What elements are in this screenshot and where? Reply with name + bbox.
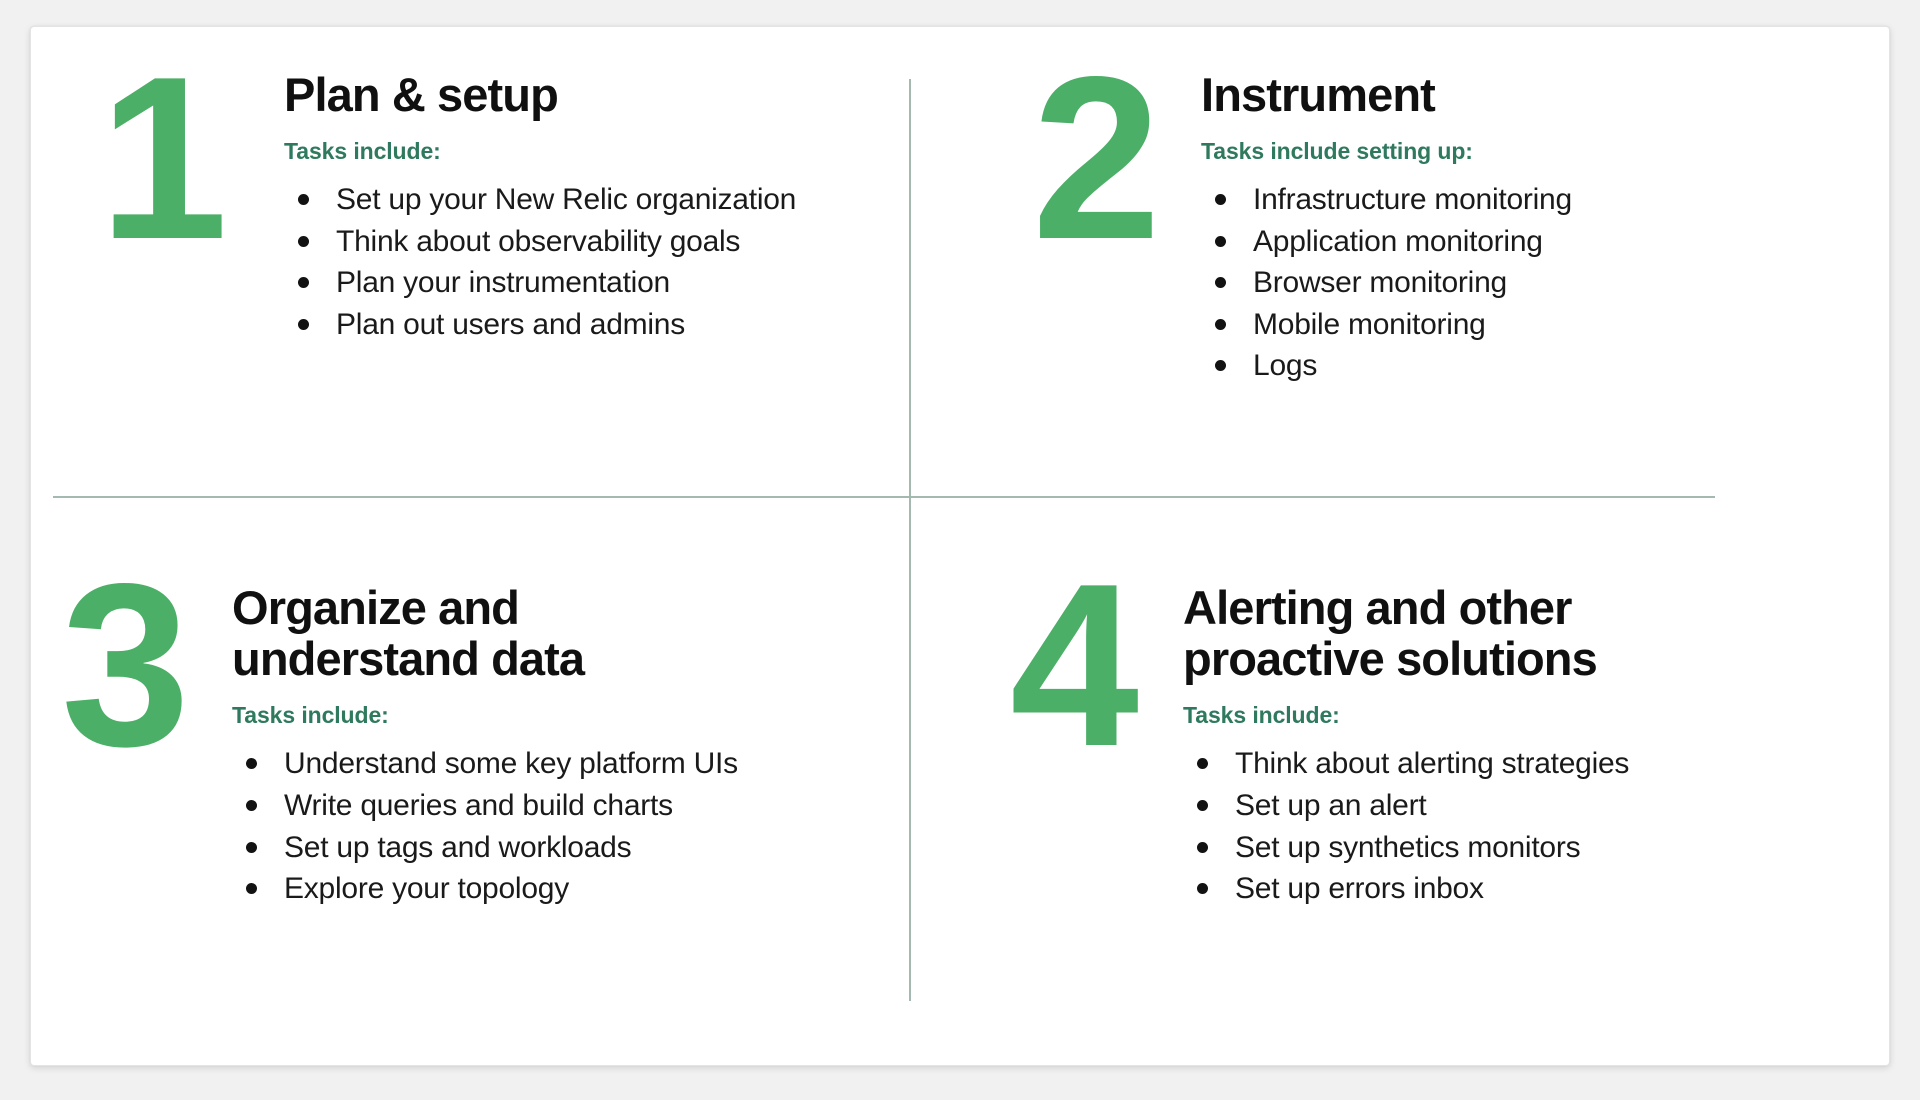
list-item: Set up synthetics monitors	[1183, 827, 1849, 869]
list-item: Logs	[1201, 345, 1849, 387]
step-task-list-2: Infrastructure monitoring Application mo…	[1201, 179, 1849, 387]
list-item: Plan your instrumentation	[284, 262, 920, 304]
step-numeral-3: 3	[61, 536, 190, 795]
list-item: Write queries and build charts	[232, 785, 920, 827]
onboarding-steps-card: 1 Plan & setup Tasks include: Set up you…	[30, 26, 1890, 1066]
bullet-icon	[1197, 758, 1209, 770]
step-card-2: 2 Instrument Tasks include setting up: I…	[960, 27, 1889, 546]
bullet-icon	[1197, 883, 1209, 895]
list-item: Mobile monitoring	[1201, 304, 1849, 346]
list-item-label: Browser monitoring	[1253, 266, 1507, 300]
step-numeral-4: 4	[1010, 536, 1139, 795]
step-card-3: 3 Organize and understand data Tasks inc…	[31, 546, 960, 1065]
steps-grid: 1 Plan & setup Tasks include: Set up you…	[31, 27, 1889, 1065]
list-item: Plan out users and admins	[284, 304, 920, 346]
step-heading-1: Plan & setup	[284, 68, 559, 121]
bullet-icon	[1215, 194, 1227, 206]
step-card-1: 1 Plan & setup Tasks include: Set up you…	[31, 27, 960, 546]
bullet-icon	[1197, 799, 1209, 811]
bullet-icon	[298, 194, 310, 206]
list-item: Understand some key platform UIs	[232, 743, 920, 785]
list-item-label: Set up tags and workloads	[284, 830, 632, 864]
step-tasks-label-4: Tasks include:	[1183, 702, 1340, 729]
bullet-icon	[1215, 277, 1227, 289]
list-item-label: Think about observability goals	[336, 224, 741, 258]
step-numeral-2: 2	[1032, 29, 1161, 288]
step-heading-3: Organize and understand data	[232, 581, 585, 686]
step-body-4: Alerting and other proactive solutions T…	[1183, 568, 1849, 910]
list-item: Think about alerting strategies	[1183, 743, 1849, 785]
list-item: Infrastructure monitoring	[1201, 179, 1849, 221]
step-task-list-4: Think about alerting strategies Set up a…	[1183, 743, 1849, 909]
list-item: Browser monitoring	[1201, 262, 1849, 304]
list-item-label: Infrastructure monitoring	[1253, 183, 1572, 217]
step-task-list-3: Understand some key platform UIs Write q…	[232, 743, 920, 909]
list-item-label: Explore your topology	[284, 872, 569, 906]
vertical-divider	[909, 79, 911, 1001]
step-numeral-1: 1	[99, 29, 228, 288]
bullet-icon	[298, 318, 310, 330]
list-item-label: Understand some key platform UIs	[284, 747, 738, 781]
list-item-label: Plan out users and admins	[336, 307, 685, 341]
bullet-icon	[246, 883, 258, 895]
bullet-icon	[1197, 841, 1209, 853]
bullet-icon	[246, 799, 258, 811]
step-tasks-label-2: Tasks include setting up:	[1201, 138, 1473, 165]
list-item-label: Mobile monitoring	[1253, 307, 1486, 341]
step-tasks-label-3: Tasks include:	[232, 702, 389, 729]
horizontal-divider	[53, 496, 1715, 498]
step-body-3: Organize and understand data Tasks inclu…	[232, 568, 920, 910]
bullet-icon	[246, 758, 258, 770]
list-item: Explore your topology	[232, 868, 920, 910]
step-card-4: 4 Alerting and other proactive solutions…	[960, 546, 1889, 1065]
list-item: Set up your New Relic organization	[284, 179, 920, 221]
step-task-list-1: Set up your New Relic organization Think…	[284, 179, 920, 345]
list-item-label: Set up errors inbox	[1235, 872, 1484, 906]
bullet-icon	[298, 235, 310, 247]
list-item-label: Set up your New Relic organization	[336, 183, 797, 217]
bullet-icon	[298, 277, 310, 289]
step-body-1: Plan & setup Tasks include: Set up your …	[284, 55, 920, 345]
list-item: Think about observability goals	[284, 221, 920, 263]
step-body-2: Instrument Tasks include setting up: Inf…	[1201, 55, 1849, 387]
bullet-icon	[1215, 235, 1227, 247]
list-item: Set up tags and workloads	[232, 827, 920, 869]
list-item-label: Application monitoring	[1253, 224, 1543, 258]
bullet-icon	[1215, 360, 1227, 372]
step-heading-2: Instrument	[1201, 68, 1436, 121]
step-heading-4: Alerting and other proactive solutions	[1183, 581, 1598, 686]
list-item: Set up an alert	[1183, 785, 1849, 827]
list-item-label: Plan your instrumentation	[336, 266, 670, 300]
list-item-label: Write queries and build charts	[284, 788, 673, 822]
step-tasks-label-1: Tasks include:	[284, 138, 441, 165]
list-item: Application monitoring	[1201, 221, 1849, 263]
list-item-label: Logs	[1253, 349, 1318, 383]
bullet-icon	[1215, 318, 1227, 330]
list-item-label: Set up an alert	[1235, 788, 1427, 822]
list-item-label: Set up synthetics monitors	[1235, 830, 1581, 864]
list-item-label: Think about alerting strategies	[1235, 747, 1630, 781]
bullet-icon	[246, 841, 258, 853]
list-item: Set up errors inbox	[1183, 868, 1849, 910]
